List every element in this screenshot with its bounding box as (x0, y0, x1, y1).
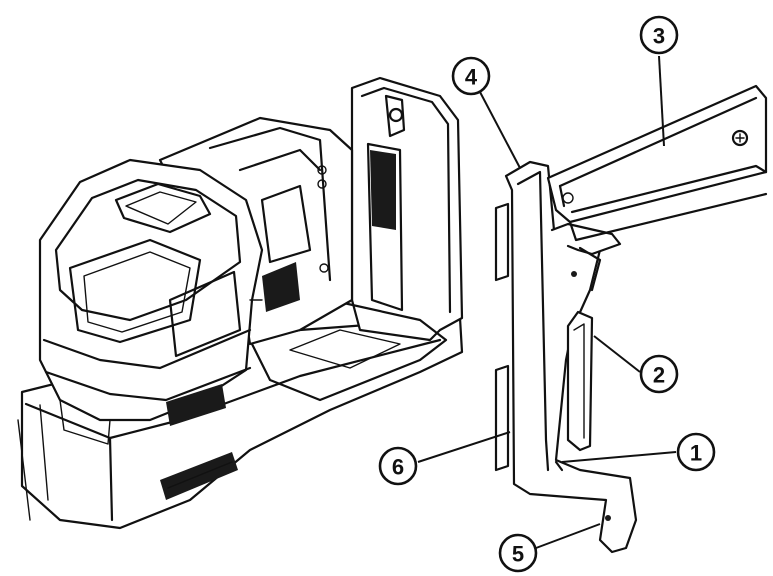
callout-6-label: 6 (392, 455, 404, 480)
ceiling-rail (546, 84, 768, 242)
leader-1 (561, 451, 677, 463)
leader-lines (417, 55, 677, 549)
callout-5-label: 5 (512, 542, 524, 567)
leader-5 (535, 523, 601, 549)
rail-screw (731, 129, 749, 147)
leader-6 (417, 431, 511, 463)
callout-4: 4 (451, 56, 491, 96)
top-window (114, 182, 212, 234)
leader-3 (658, 55, 665, 147)
bracket-hole (388, 107, 404, 123)
callout-6: 6 (378, 446, 418, 486)
leader-4 (479, 91, 521, 169)
vent-grille-upper (166, 384, 226, 426)
callout-1-label: 1 (690, 441, 702, 466)
callout-5: 5 (498, 533, 538, 573)
rail-upper (494, 202, 510, 282)
laser-level-device (17, 76, 464, 530)
leader-2 (593, 335, 641, 373)
callout-3: 3 (639, 15, 679, 55)
screw-hole (605, 515, 611, 521)
front-window (68, 238, 202, 344)
bracket-slot (370, 150, 396, 230)
side-slot (262, 262, 300, 312)
rail-lower (494, 364, 510, 472)
callout-3-label: 3 (653, 24, 665, 49)
callout-4-label: 4 (465, 65, 478, 90)
callout-1: 1 (676, 432, 716, 472)
spring-arm (566, 310, 594, 452)
callout-2-label: 2 (653, 363, 665, 388)
mounting-clip (494, 160, 638, 554)
callout-2: 2 (639, 354, 679, 394)
